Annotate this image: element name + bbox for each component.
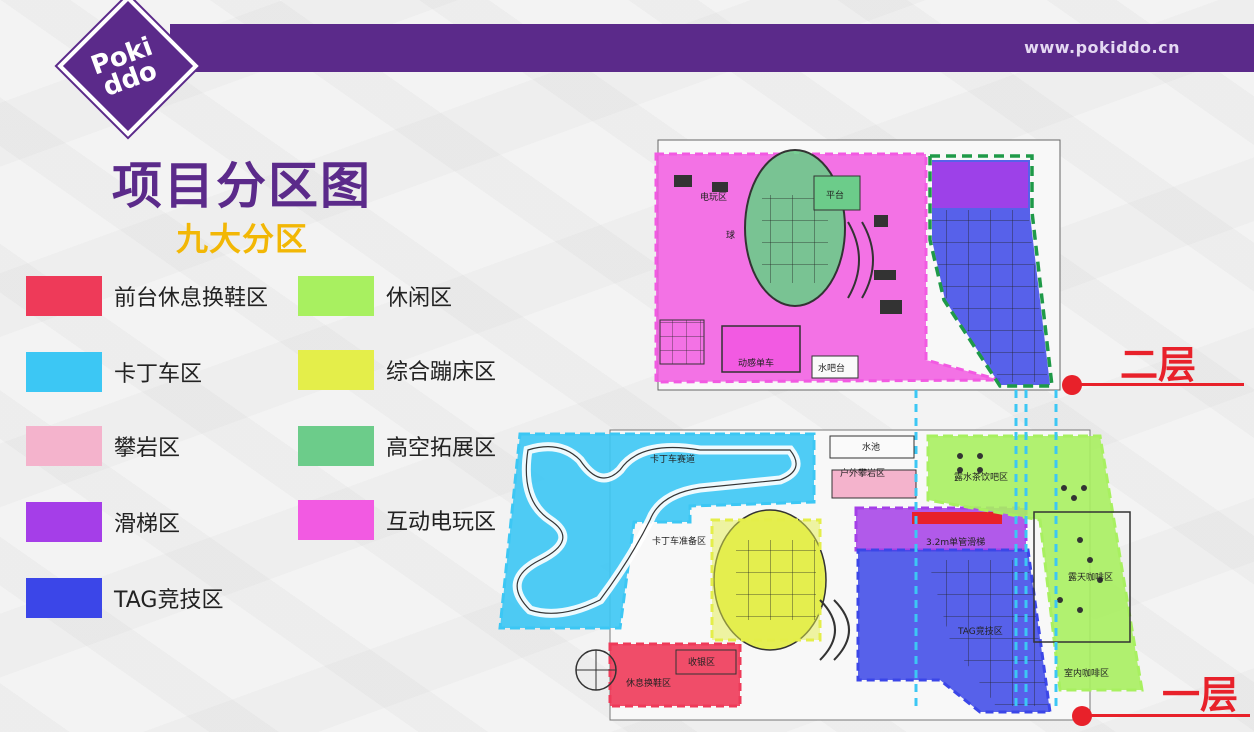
floor-line-second (1072, 383, 1244, 386)
legend-item-ropes: 高空拓展区 (298, 426, 496, 466)
leisure-zone (926, 434, 1144, 692)
legend-swatch (26, 352, 102, 392)
plan-label-bike: 动感单车 (738, 357, 774, 369)
water-bar-box (811, 355, 859, 379)
lower-tag-grid (928, 560, 1048, 706)
machine (674, 175, 692, 187)
cashier-box (675, 649, 737, 675)
floor-label-first: 一层 (1162, 673, 1239, 717)
legend-swatch (298, 500, 374, 540)
legend-item-kart: 卡丁车区 (26, 352, 202, 392)
legend-swatch (298, 276, 374, 316)
legend-item-leisure: 休闲区 (298, 276, 452, 316)
plan-label-water-bar: 露水茶饮吧区 (954, 471, 1008, 483)
legend-swatch (298, 426, 374, 466)
legend-label: 卡丁车区 (114, 362, 203, 387)
page-title: 项目分区图 (112, 157, 372, 215)
reception-zone (608, 642, 742, 708)
floor-label-second: 二层 (1120, 343, 1197, 387)
website-url[interactable]: www.pokiddo.cn (1024, 38, 1180, 57)
upper-slide-zone (932, 162, 1028, 208)
legend-swatch (26, 426, 102, 466)
legend-label: 高空拓展区 (386, 436, 497, 461)
legend-label: 休闲区 (386, 286, 453, 311)
legend-label: 攀岩区 (114, 436, 181, 461)
legend-label: 滑梯区 (114, 512, 181, 537)
legend-item-slide: 滑梯区 (26, 502, 180, 542)
plan-label-pool: 水池 (862, 441, 880, 453)
upper-floor-plan (654, 139, 1061, 391)
plan-label-arcade: 电玩区 (700, 191, 727, 203)
lower-floor-plan (498, 429, 1144, 721)
seating-dots (957, 453, 1103, 613)
plan-label-indoor-cafe: 室内咖啡区 (1064, 667, 1109, 679)
floor-connectors (914, 390, 1058, 712)
pool-box (829, 435, 915, 459)
legend-swatch (298, 350, 374, 390)
page-subtitle: 九大分区 (176, 220, 309, 258)
legend-label: 综合蹦床区 (386, 360, 497, 385)
plan-label-cashier: 收银区 (688, 656, 715, 668)
upper-stair (847, 221, 860, 299)
legend-label: TAG竞技区 (114, 588, 224, 613)
plan-label-kart-track: 卡丁车赛道 (650, 453, 695, 465)
upper-tag-grid (932, 210, 1048, 382)
plan-label-tag: TAG竞技区 (957, 625, 1003, 637)
legend-item-climbing: 攀岩区 (26, 426, 180, 466)
plan-label-bar: 水吧台 (818, 362, 845, 374)
climbing-zone (831, 469, 917, 499)
legend-swatch (26, 276, 102, 316)
lower-stair (819, 599, 836, 661)
legend-item-trampoline: 综合蹦床区 (298, 350, 496, 390)
plan-label-cafe: 露天咖啡区 (1068, 571, 1113, 583)
legend-item-tag: TAG竞技区 (26, 578, 223, 618)
bike-area (721, 325, 801, 373)
plan-label-ball: 球 (726, 229, 735, 241)
legend-label: 互动电玩区 (386, 510, 497, 535)
legend-item-arcade: 互动电玩区 (298, 500, 496, 540)
arcade-grid-block (659, 319, 705, 365)
cafe-box (1033, 511, 1131, 643)
plan-label-platform: 平台 (826, 189, 844, 201)
legend-swatch (26, 502, 102, 542)
header-bar (170, 24, 1254, 72)
ropes-platform (813, 175, 861, 211)
plan-label-outdoor: 户外攀岩区 (840, 467, 885, 479)
plan-label-slide: 3.2m单管滑梯 (926, 536, 985, 548)
trampoline-grid (736, 540, 816, 620)
plan-label-rest: 休息换鞋区 (626, 677, 671, 689)
legend-label: 前台休息换鞋区 (114, 286, 269, 311)
plan-label-kart-prep: 卡丁车准备区 (652, 535, 706, 547)
slide-red-strip (912, 512, 1002, 524)
upper-green-border (928, 154, 1054, 388)
legend-item-reception: 前台休息换鞋区 (26, 276, 268, 316)
legend-swatch (26, 578, 102, 618)
floor-line-first (1082, 714, 1250, 717)
